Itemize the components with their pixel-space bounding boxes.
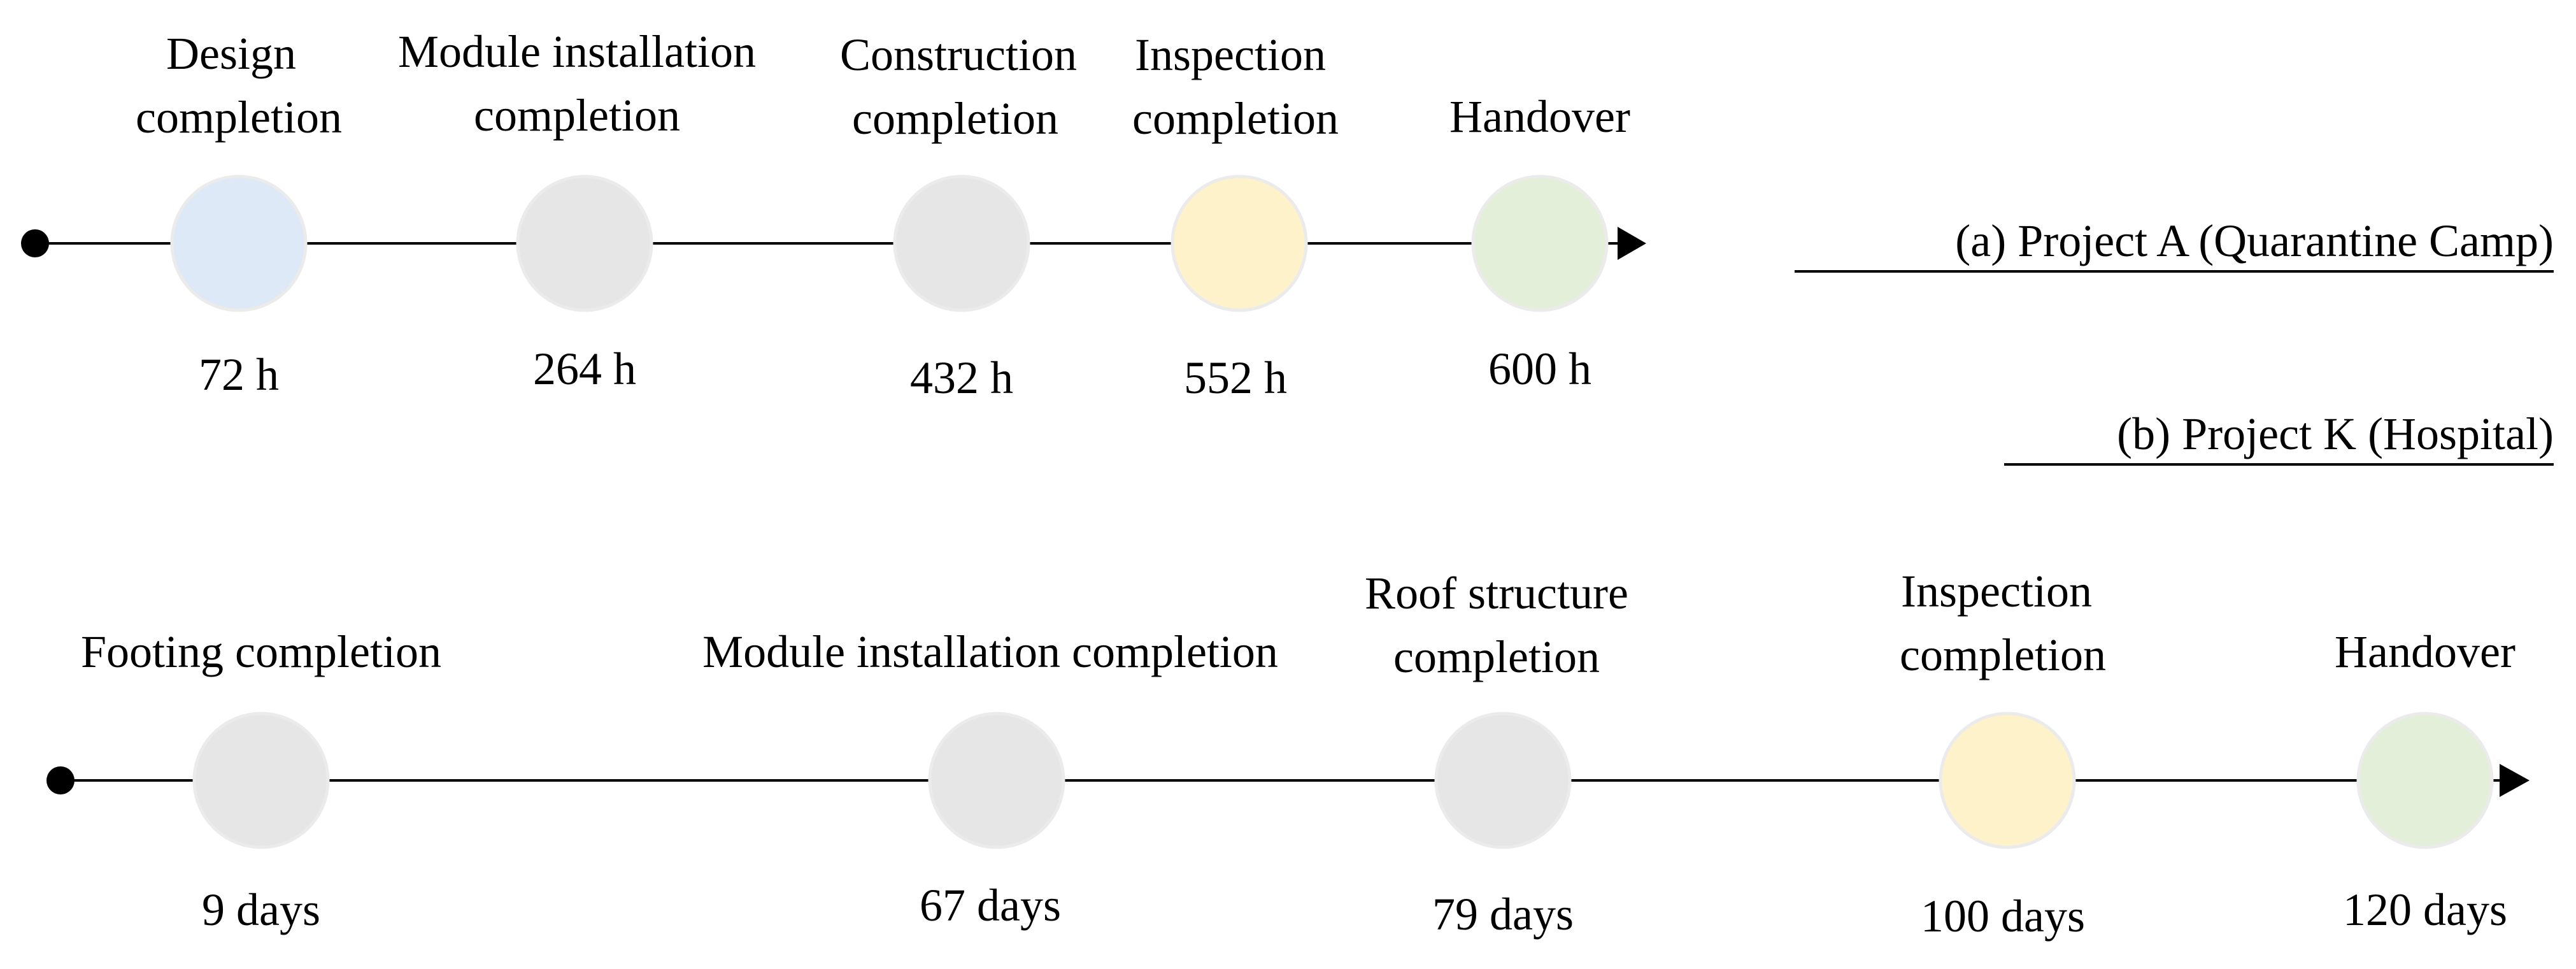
milestone-a-5-value: 600 h [1488, 343, 1591, 394]
milestone-b-3-value: 79 days [1432, 889, 1574, 940]
milestone-a-4-label-line-1: Inspection [1135, 29, 1326, 80]
milestone-a-3: Construction completion 432 h [840, 29, 1077, 403]
timeline-a-title: (a) Project A (Quarantine Camp) [1955, 215, 2554, 266]
timeline-a-start-dot [21, 229, 49, 257]
milestone-b-3-circle [1434, 712, 1572, 849]
milestone-b-4-label-line-2: completion [1900, 629, 2106, 680]
milestone-a-2: Module installation completion 264 h [398, 26, 756, 394]
milestone-b-1-circle [192, 712, 330, 849]
milestone-b-5-circle [2356, 712, 2494, 849]
milestone-a-2-label-line-2: completion [474, 90, 680, 141]
milestone-b-2: Module installation completion 67 days [702, 626, 1278, 931]
milestone-b-1-label-line-1: Footing completion [81, 626, 441, 677]
milestone-b-2-circle [928, 712, 1065, 849]
milestone-b-3: Roof structure completion 79 days [1365, 568, 1628, 940]
milestone-a-4-circle [1171, 175, 1308, 312]
milestone-b-4-circle [1939, 712, 2076, 849]
milestone-a-4-value: 552 h [1184, 352, 1287, 403]
milestone-a-4: Inspection completion 552 h [1132, 29, 1339, 403]
milestone-a-3-label-line-2: completion [852, 93, 1058, 144]
milestone-b-4: Inspection completion 100 days [1900, 566, 2106, 942]
milestone-a-5-circle [1471, 175, 1609, 312]
milestone-a-3-circle [893, 175, 1030, 312]
milestone-a-1-circle [170, 175, 308, 312]
milestone-a-1-label-line-2: completion [136, 92, 342, 143]
milestone-b-5-value: 120 days [2343, 884, 2507, 935]
timeline-a-arrow-head [1618, 227, 1646, 260]
milestone-a-2-label-line-1: Module installation [398, 26, 756, 77]
milestone-a-5: Handover 600 h [1449, 91, 1630, 394]
milestone-a-4-label-line-2: completion [1132, 93, 1339, 144]
milestone-b-1: Footing completion 9 days [81, 626, 441, 935]
milestone-a-3-label-line-1: Construction [840, 29, 1077, 80]
milestone-a-5-label-line-1: Handover [1449, 91, 1630, 142]
milestone-b-3-label-line-1: Roof structure [1365, 568, 1628, 619]
milestone-b-5-label-line-1: Handover [2335, 626, 2516, 677]
milestone-a-3-value: 432 h [910, 352, 1013, 403]
milestone-b-2-value: 67 days [920, 880, 1061, 931]
milestone-b-5: Handover 120 days [2335, 626, 2516, 935]
milestone-a-1-value: 72 h [199, 349, 279, 400]
timeline-project-k: (b) Project K (Hospital) Footing complet… [46, 408, 2554, 942]
milestone-b-4-value: 100 days [1921, 891, 2085, 942]
timeline-b-arrow-head [2500, 764, 2530, 797]
milestone-a-2-circle [516, 175, 653, 312]
milestone-a-1: Design completion 72 h [136, 28, 342, 400]
milestone-a-2-value: 264 h [533, 343, 636, 394]
timeline-project-a: Design completion 72 h Module installati… [21, 26, 2554, 403]
timeline-b-start-dot [46, 766, 75, 794]
milestone-b-2-label-line-1: Module installation completion [702, 626, 1278, 677]
milestone-b-1-value: 9 days [202, 884, 320, 935]
milestone-b-4-label-line-1: Inspection [1901, 566, 2092, 617]
milestone-a-1-label-line-1: Design [166, 28, 296, 79]
milestone-b-3-label-line-2: completion [1393, 631, 1600, 682]
timeline-b-title: (b) Project K (Hospital) [2117, 408, 2554, 459]
